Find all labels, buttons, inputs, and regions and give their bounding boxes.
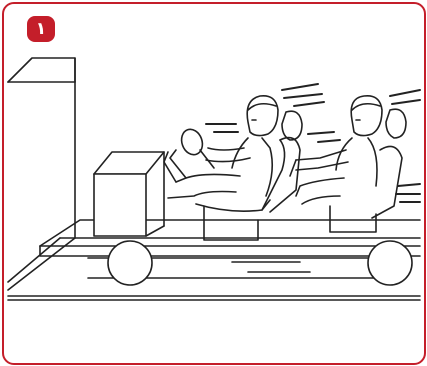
barrier-wall xyxy=(8,58,75,238)
driver-figure xyxy=(164,96,278,198)
front-box xyxy=(94,152,164,236)
speed-lines-motion xyxy=(206,84,420,202)
passenger-figure xyxy=(290,96,382,204)
speed-lines-sled xyxy=(232,262,310,272)
floor-lines xyxy=(8,238,420,300)
